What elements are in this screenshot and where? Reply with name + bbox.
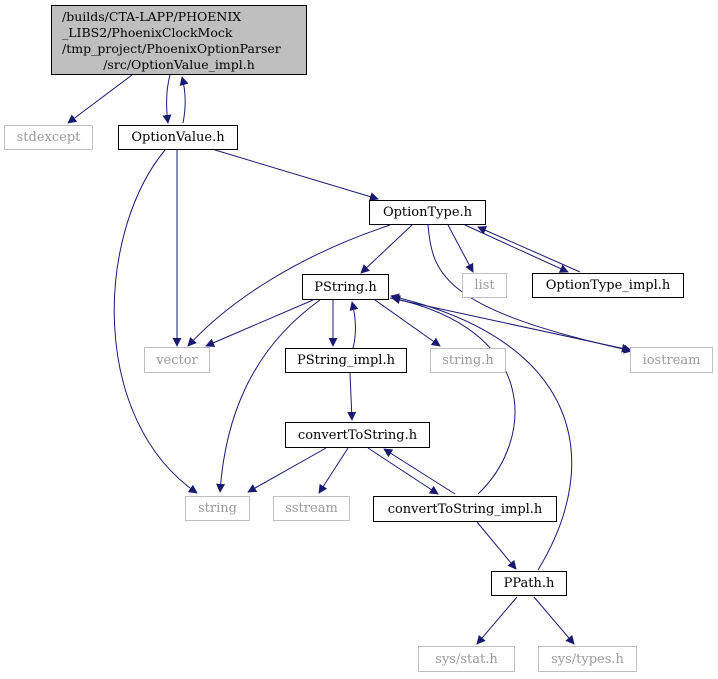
- edge-pstring-to-string: [216, 299, 321, 493]
- root-file-path-line-3: /tmp_project/PhoenixOptionParser: [62, 41, 281, 56]
- root-file-path-line-2: _LIBS2/PhoenixClockMock: [62, 25, 233, 40]
- edge-optionvalue-to-root: [179, 76, 189, 124]
- edge-ppath-to-sys-stat: [476, 596, 518, 645]
- edge-ppath-to-pstring: [390, 293, 573, 571]
- node-optiontype-h[interactable]: OptionType.h: [369, 200, 486, 225]
- node-pstring-impl-h[interactable]: PString_impl.h: [285, 348, 407, 373]
- edge-converttostring-impl-to-pstring: [391, 295, 516, 495]
- edge-root-to-stdexcept: [67, 74, 133, 124]
- node-ppath-h[interactable]: PPath.h: [491, 571, 567, 596]
- edge-optiontype-to-iostream: [427, 224, 633, 354]
- node-vector: vector: [144, 347, 210, 373]
- edge-optionvalue-to-optiontype: [214, 149, 379, 201]
- edge-pstring-to-string-h: [374, 299, 441, 347]
- root-file-node: /builds/CTA-LAPP/PHOENIX _LIBS2/PhoenixC…: [51, 5, 307, 75]
- node-optiontype-impl-h[interactable]: OptionType_impl.h: [532, 273, 684, 298]
- edge-converttostring-impl-to-converttostring: [383, 448, 456, 495]
- node-optionvalue-h[interactable]: OptionValue.h: [118, 125, 238, 150]
- root-file-path-line-4: /src/OptionValue_impl.h: [103, 57, 255, 72]
- node-sstream: sstream: [273, 496, 350, 521]
- node-converttostring-impl-h[interactable]: convertToString_impl.h: [373, 496, 557, 522]
- node-list: list: [462, 273, 507, 298]
- edge-converttostring-to-string: [247, 447, 327, 493]
- root-file-path-line-1: /builds/CTA-LAPP/PHOENIX: [62, 9, 242, 24]
- edge-ppath-to-sys-types: [533, 596, 575, 645]
- edge-pstring-impl-to-converttostring: [347, 372, 357, 421]
- node-iostream: iostream: [630, 347, 713, 373]
- edge-converttostring-to-converttostring-impl: [367, 447, 439, 495]
- edge-pstring-impl-to-pstring: [349, 301, 359, 349]
- edge-optiontype-impl-to-optiontype: [477, 226, 581, 273]
- edge-optiontype-to-optiontype-impl: [464, 224, 569, 273]
- edge-converttostring-impl-to-ppath: [476, 521, 517, 570]
- edge-optiontype-to-list: [447, 224, 474, 273]
- edge-root-to-optionvalue: [162, 74, 172, 124]
- edge-optiontype-to-pstring: [360, 224, 413, 274]
- edge-optiontype-to-vector: [187, 224, 391, 347]
- node-pstring-h[interactable]: PString.h: [302, 274, 389, 300]
- edge-optionvalue-to-string: [113, 149, 198, 494]
- node-sys-stat-h: sys/stat.h: [418, 646, 515, 672]
- node-stdexcept: stdexcept: [4, 125, 93, 150]
- edge-pstring-to-vector: [205, 299, 314, 347]
- node-string: string: [185, 496, 250, 521]
- node-sys-types-h: sys/types.h: [538, 646, 637, 672]
- edge-converttostring-to-sstream: [318, 447, 349, 494]
- node-string-h: string.h: [430, 348, 506, 373]
- node-converttostring-h[interactable]: convertToString.h: [285, 422, 430, 448]
